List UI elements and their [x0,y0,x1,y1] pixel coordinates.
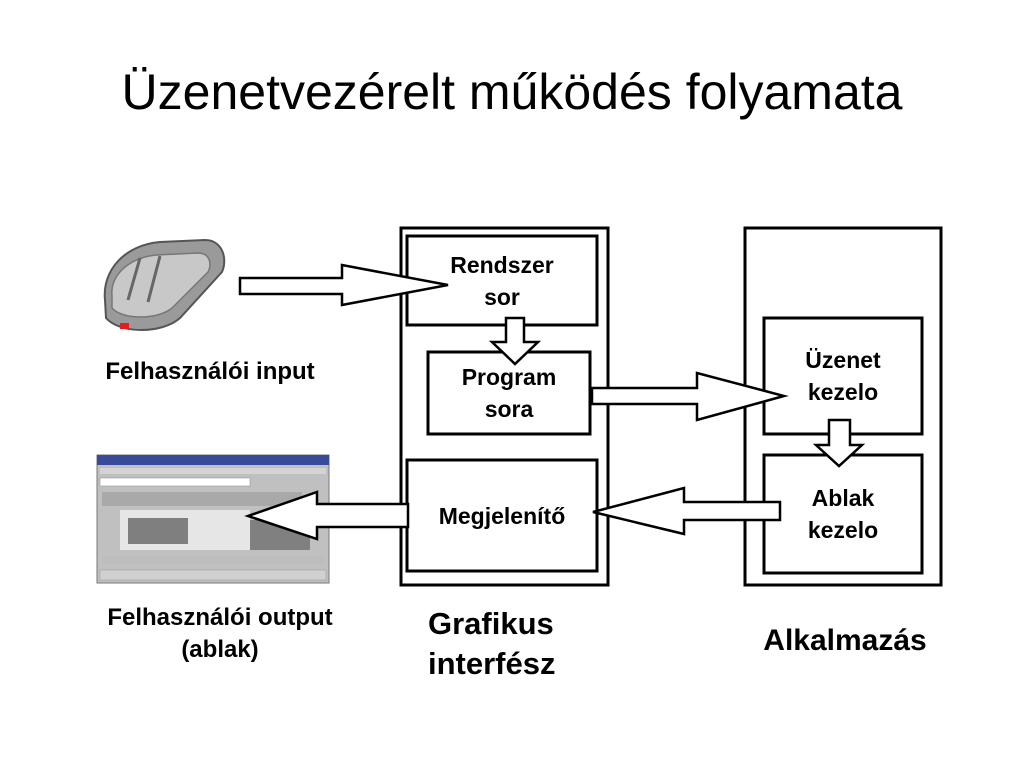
mouse-icon [103,238,226,331]
arrow-window-handler-to-display [592,486,782,536]
display-box [405,458,599,573]
message-handler-box [762,316,924,436]
arrow-system-to-program-queue [488,316,542,366]
arrow-display-to-output [244,490,410,541]
arrow-input-to-system-queue [238,263,449,307]
window-handler-box [762,453,924,575]
user-output-label: Felhasználói output (ablak) [107,604,333,663]
arrow-program-to-message-handler [590,371,789,422]
application-label: Alkalmazás [763,624,927,657]
slide-title: Üzenetvezérelt működés folyamata [121,64,903,120]
program-queue-box [426,350,592,436]
user-input-label: Felhasználói input [105,358,315,385]
arrow-message-to-window-handler [812,418,866,468]
display-label: Megjelenítő [438,502,566,529]
gui-label: Grafikus interfész [428,606,556,681]
